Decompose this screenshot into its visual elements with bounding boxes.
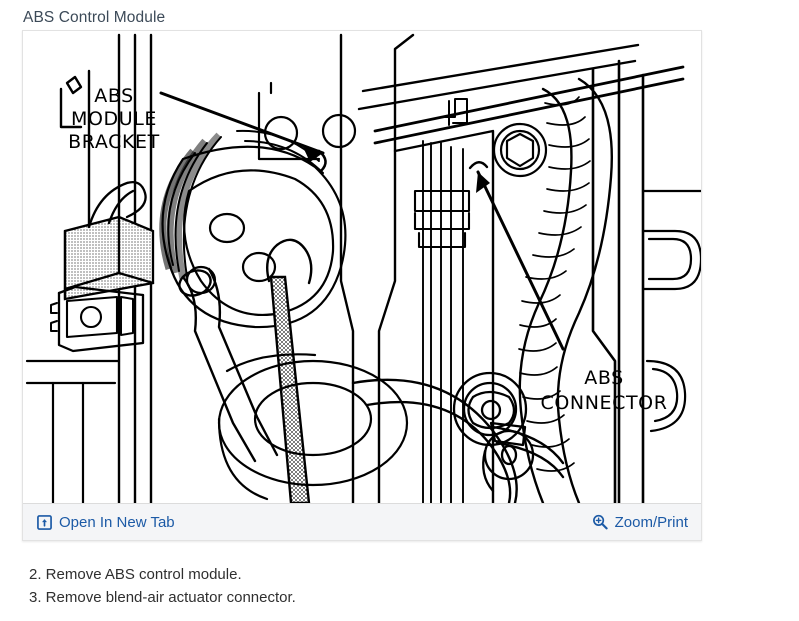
page-title: ABS Control Module xyxy=(23,9,166,26)
callout-bracket-line-2: MODULE xyxy=(71,108,157,130)
open-in-new-tab-label: Open In New Tab xyxy=(59,513,175,531)
external-link-icon xyxy=(37,514,52,530)
open-in-new-tab-button[interactable]: Open In New Tab xyxy=(37,514,175,531)
callout-bracket-line-1: ABS xyxy=(94,85,134,107)
step-line: 3. Remove blend-air actuator connector. xyxy=(29,589,296,606)
figure-image-viewport[interactable]: ABS MODULE BRACKET ABS CONNECTOR xyxy=(23,31,701,503)
step-line: 2. Remove ABS control module. xyxy=(29,566,242,583)
callout-bracket-leader xyxy=(159,91,327,173)
magnifier-plus-icon xyxy=(592,514,608,530)
callout-connector-line-2: CONNECTOR xyxy=(540,392,667,414)
callout-connector-leader xyxy=(468,161,565,351)
zoom-print-label: Zoom/Print xyxy=(614,513,688,531)
figure-toolbar: Open In New Tab Zoom/Print xyxy=(23,503,701,540)
callout-connector-line-1: ABS xyxy=(584,367,624,389)
abs-control-module-line-drawing: ABS MODULE BRACKET ABS CONNECTOR xyxy=(23,31,701,503)
callout-bracket-line-3: BRACKET xyxy=(68,131,160,153)
zoom-print-button[interactable]: Zoom/Print xyxy=(592,514,688,531)
figure-card: ABS MODULE BRACKET ABS CONNECTOR xyxy=(22,30,702,541)
instruction-steps: 2. Remove ABS control module. 3. Remove … xyxy=(29,563,729,609)
